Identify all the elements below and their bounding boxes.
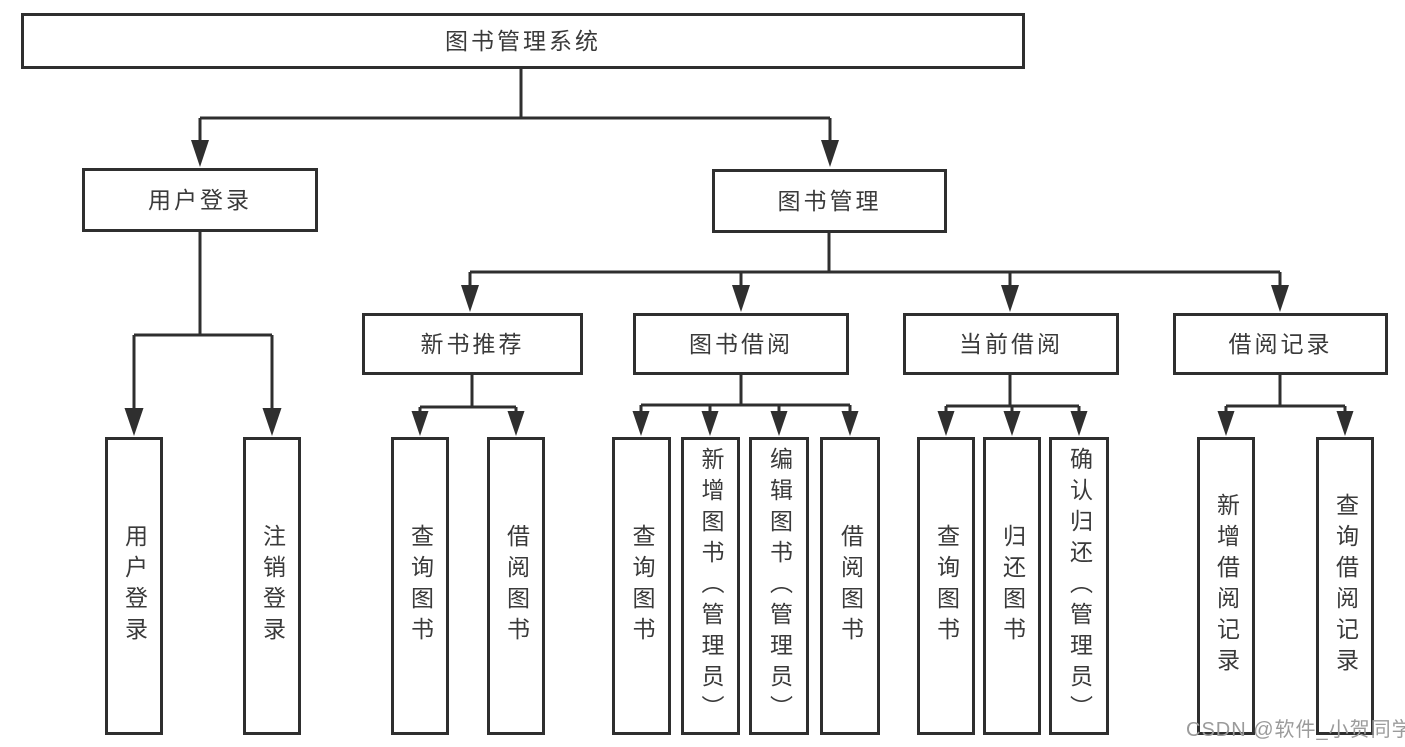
leaf-br-query-record: 查询借阅记录 bbox=[1316, 437, 1374, 735]
leaf-bb-edit-books-admin: 编辑图书（管理员） bbox=[749, 437, 809, 735]
leaf-bb-query-books-label: 查询图书 bbox=[629, 524, 655, 648]
leaf-cb-query-books-label: 查询图书 bbox=[933, 524, 960, 648]
node-library-management-system-label: 图书管理系统 bbox=[445, 27, 601, 54]
node-library-management-system: 图书管理系统 bbox=[21, 13, 1025, 69]
node-user-login: 用户登录 bbox=[82, 168, 318, 232]
leaf-bb-borrow-books: 借阅图书 bbox=[820, 437, 880, 735]
node-book-management: 图书管理 bbox=[712, 169, 947, 233]
leaf-bb-query-books: 查询图书 bbox=[612, 437, 671, 735]
leaf-br-query-record-label: 查询借阅记录 bbox=[1332, 493, 1359, 679]
node-current-borrowing: 当前借阅 bbox=[903, 313, 1119, 375]
csdn-watermark: CSDN @软件_小贺同学 bbox=[1186, 719, 1405, 741]
leaf-bb-add-books-admin: 新增图书（管理员） bbox=[681, 437, 740, 735]
leaf-cb-return-books-label: 归还图书 bbox=[999, 524, 1026, 648]
leaf-user-login-label: 用户登录 bbox=[121, 524, 148, 648]
leaf-logout-label: 注销登录 bbox=[259, 524, 286, 648]
leaf-cb-query-books: 查询图书 bbox=[917, 437, 975, 735]
leaf-bb-borrow-books-label: 借阅图书 bbox=[837, 524, 864, 648]
leaf-cb-return-books: 归还图书 bbox=[983, 437, 1041, 735]
node-book-management-label: 图书管理 bbox=[777, 187, 882, 214]
node-new-book-recommend-label: 新书推荐 bbox=[420, 330, 525, 357]
leaf-bb-add-books-admin-label: 新增图书（管理员） bbox=[698, 446, 724, 726]
node-current-borrowing-label: 当前借阅 bbox=[959, 330, 1063, 357]
leaf-cb-confirm-return-admin-label: 确认归还（管理员） bbox=[1066, 446, 1093, 726]
leaf-nb-borrow-books-label: 借阅图书 bbox=[503, 524, 530, 648]
leaf-nb-query-books-label: 查询图书 bbox=[407, 524, 434, 648]
node-borrowing-records: 借阅记录 bbox=[1173, 313, 1388, 375]
leaf-cb-confirm-return-admin: 确认归还（管理员） bbox=[1049, 437, 1109, 735]
leaf-nb-borrow-books: 借阅图书 bbox=[487, 437, 545, 735]
node-new-book-recommend: 新书推荐 bbox=[362, 313, 583, 375]
leaf-br-add-record-label: 新增借阅记录 bbox=[1213, 493, 1240, 679]
node-borrowing-records-label: 借阅记录 bbox=[1228, 330, 1333, 357]
node-book-borrowing: 图书借阅 bbox=[633, 313, 849, 375]
node-book-borrowing-label: 图书借阅 bbox=[689, 330, 793, 357]
leaf-logout: 注销登录 bbox=[243, 437, 301, 735]
node-user-login-label: 用户登录 bbox=[148, 186, 252, 213]
leaf-br-add-record: 新增借阅记录 bbox=[1197, 437, 1255, 735]
leaf-bb-edit-books-admin-label: 编辑图书（管理员） bbox=[766, 446, 793, 726]
leaf-user-login: 用户登录 bbox=[105, 437, 163, 735]
leaf-nb-query-books: 查询图书 bbox=[391, 437, 449, 735]
